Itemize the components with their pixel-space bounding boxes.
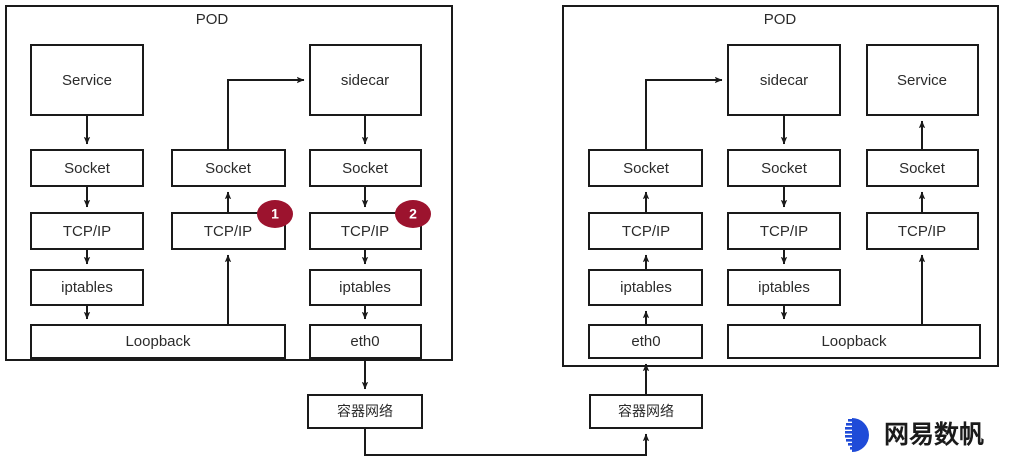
node-label: iptables: [620, 279, 672, 296]
node-eth0[interactable]: eth0: [309, 324, 422, 359]
node-label: eth0: [350, 333, 379, 350]
node-label: 容器网络: [618, 403, 674, 420]
step-badge-1[interactable]: 1: [257, 200, 293, 228]
right-pod-edges: [642, 76, 926, 395]
node-label: Loopback: [125, 333, 191, 350]
node-iptables-sidecar-out[interactable]: iptables: [727, 269, 841, 306]
netease-shufan-logo: 网易数帆: [845, 418, 984, 452]
node-iptables[interactable]: iptables: [30, 269, 144, 306]
node-loopback[interactable]: Loopback: [727, 324, 981, 359]
node-socket-sidecar-out[interactable]: Socket: [727, 149, 841, 187]
node-left-container-network[interactable]: 容器网络: [307, 394, 423, 429]
node-label: Service: [62, 72, 112, 89]
node-label: TCP/IP: [898, 223, 946, 240]
right-pod-nodes: Socket TCP/IP iptables eth0 sidecar Sock…: [588, 44, 981, 359]
step-badges: 1 2: [257, 200, 431, 228]
node-socket-service[interactable]: Socket: [866, 149, 979, 187]
node-label: Service: [897, 72, 947, 89]
node-service[interactable]: Service: [866, 44, 979, 116]
node-label: sidecar: [760, 72, 808, 89]
edge-network-to-network: [364, 428, 650, 456]
node-label: Socket: [761, 160, 808, 177]
node-socket-sidecar-out[interactable]: Socket: [309, 149, 422, 187]
node-label: TCP/IP: [760, 223, 808, 240]
edge-socket-b-sidecar: [227, 76, 305, 150]
container-network-nodes: 容器网络 容器网络: [307, 394, 703, 429]
node-label: Socket: [205, 160, 252, 177]
step-badge-2[interactable]: 2: [395, 200, 431, 228]
node-iptables-ingress[interactable]: iptables: [588, 269, 703, 306]
node-label: Socket: [899, 160, 946, 177]
node-label: TCP/IP: [63, 223, 111, 240]
node-right-container-network[interactable]: 容器网络: [589, 394, 703, 429]
edge-socket-sidecar: [645, 76, 723, 150]
node-label: eth0: [631, 333, 660, 350]
node-tcpip[interactable]: TCP/IP: [30, 212, 144, 250]
node-label: Socket: [623, 160, 670, 177]
node-loopback[interactable]: Loopback: [30, 324, 286, 359]
node-sidecar[interactable]: sidecar: [727, 44, 841, 116]
node-socket-sidecar-in[interactable]: Socket: [171, 149, 286, 187]
container-network-link: [364, 428, 650, 456]
logo-wordmark: 网易数帆: [884, 420, 984, 449]
node-socket[interactable]: Socket: [30, 149, 144, 187]
node-label: Socket: [342, 160, 389, 177]
right-pod-title: POD: [764, 11, 797, 28]
node-tcpip-sidecar-in[interactable]: TCP/IP: [171, 212, 286, 250]
node-label: TCP/IP: [341, 223, 389, 240]
node-socket-ingress[interactable]: Socket: [588, 149, 703, 187]
node-service[interactable]: Service: [30, 44, 144, 116]
node-sidecar[interactable]: sidecar: [309, 44, 422, 116]
node-label: sidecar: [341, 72, 389, 89]
node-tcpip-service[interactable]: TCP/IP: [866, 212, 979, 250]
left-pod-edges: [83, 76, 369, 390]
node-label: Socket: [64, 160, 111, 177]
node-tcpip-sidecar-out[interactable]: TCP/IP: [727, 212, 841, 250]
netease-shufan-logo-icon: [845, 418, 869, 452]
node-label: 容器网络: [337, 403, 393, 420]
node-label: iptables: [758, 279, 810, 296]
left-pod-title: POD: [196, 11, 229, 28]
node-label: TCP/IP: [622, 223, 670, 240]
node-label: Loopback: [821, 333, 887, 350]
node-label: iptables: [61, 279, 113, 296]
node-eth0[interactable]: eth0: [588, 324, 703, 359]
node-label: iptables: [339, 279, 391, 296]
left-pod-nodes: Service Socket TCP/IP iptables Loopback …: [30, 44, 422, 359]
node-iptables-sidecar-out[interactable]: iptables: [309, 269, 422, 306]
badge-label: 1: [271, 206, 279, 222]
badge-label: 2: [409, 206, 417, 222]
node-label: TCP/IP: [204, 223, 252, 240]
node-tcpip-ingress[interactable]: TCP/IP: [588, 212, 703, 250]
